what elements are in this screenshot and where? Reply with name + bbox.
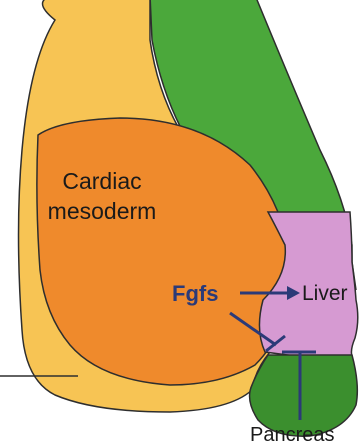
cardiac-label-line1: Cardiac [62,168,141,194]
fgfs-label: Fgfs [172,281,218,306]
cardiac-label-line2: mesoderm [48,198,157,224]
liver-label: Liver [302,282,348,305]
pancreas-label: Pancreas [250,424,335,446]
